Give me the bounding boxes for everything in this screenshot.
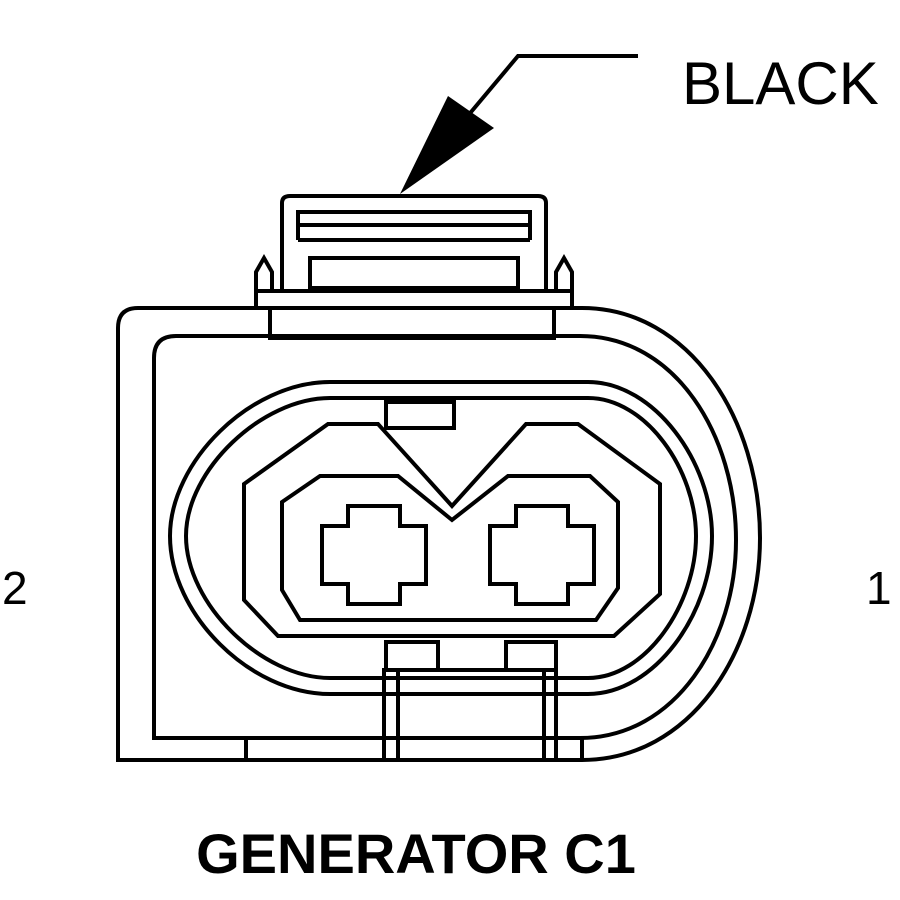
mating-face [167, 380, 715, 760]
pin-1-terminal [488, 504, 596, 606]
pin-1-label: 1 [866, 562, 892, 614]
locking-tab [254, 194, 574, 340]
pin-2-terminal [320, 504, 428, 606]
connector-title: GENERATOR C1 [196, 822, 636, 885]
color-callout-arrow [400, 54, 638, 194]
connector-housing [116, 306, 763, 762]
color-label: BLACK [682, 50, 879, 117]
terminal-cavity [242, 422, 662, 638]
pin-2-label: 2 [2, 562, 28, 614]
